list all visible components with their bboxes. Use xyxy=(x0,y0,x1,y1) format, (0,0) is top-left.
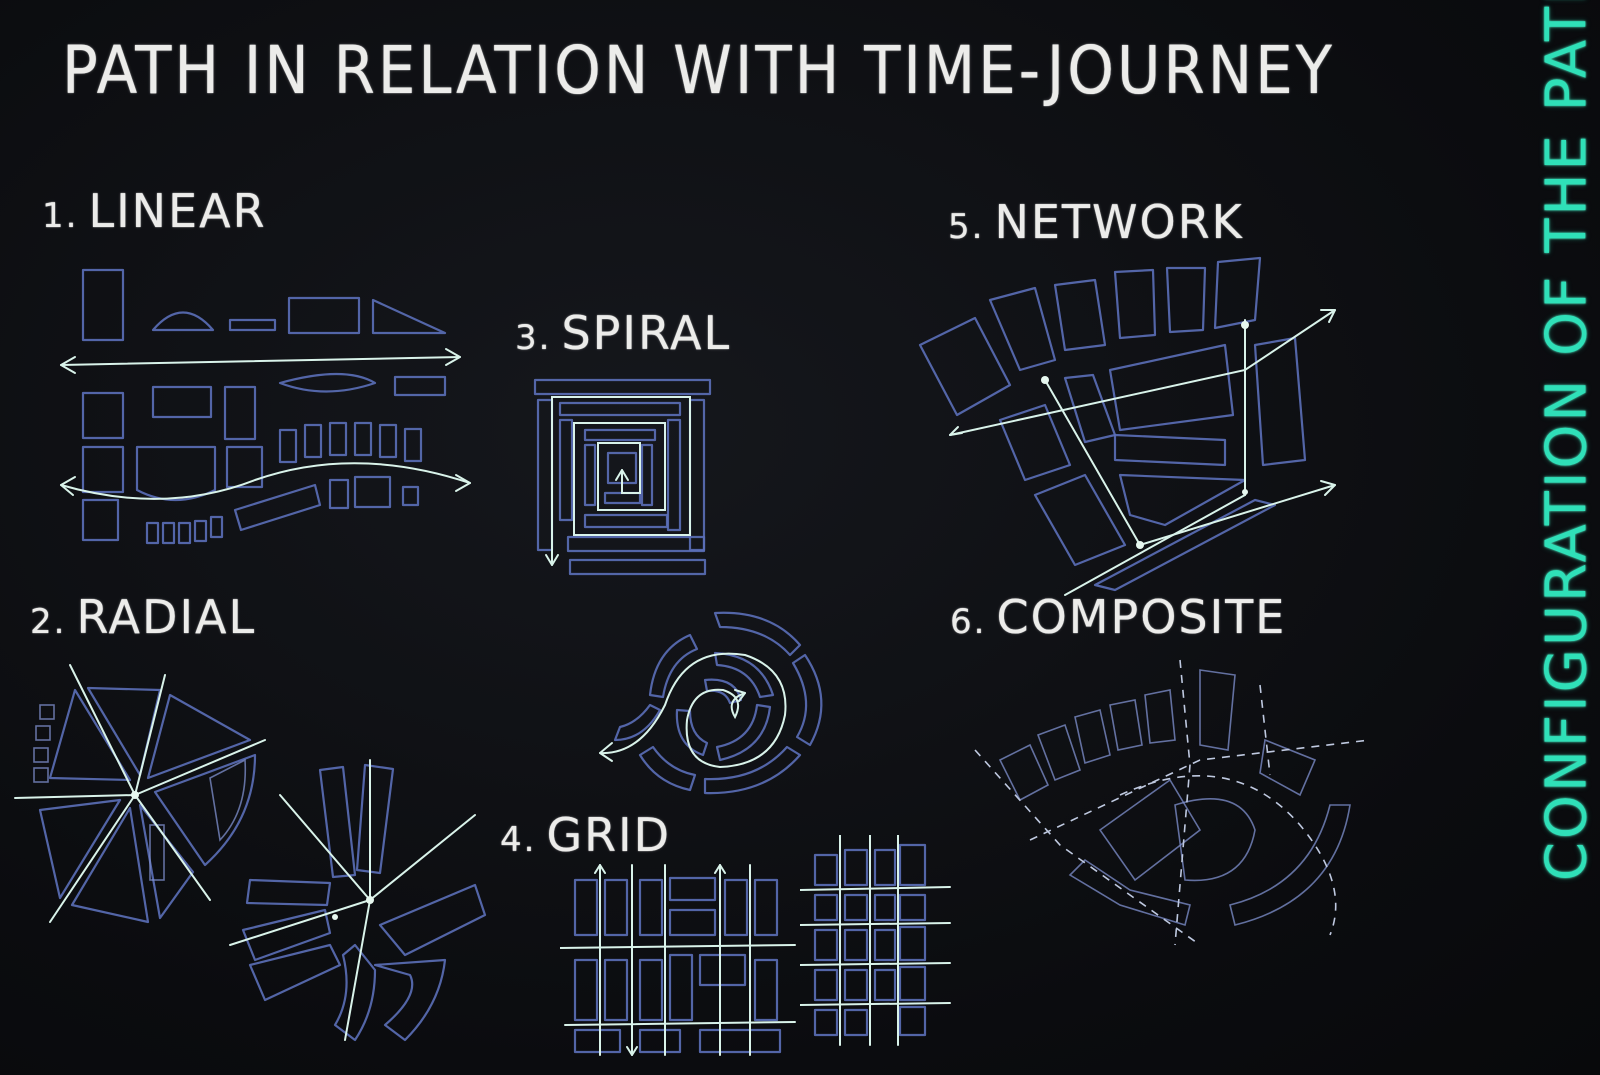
label-linear: 1.Linear xyxy=(42,184,267,238)
label-grid: 4.Grid xyxy=(500,808,671,862)
label-name: Composite xyxy=(996,590,1287,644)
label-number: 3. xyxy=(515,318,552,358)
label-name: Network xyxy=(994,195,1244,249)
label-name: Spiral xyxy=(561,306,732,360)
label-number: 5. xyxy=(948,207,985,247)
linear-sketch xyxy=(60,268,471,545)
label-name: Radial xyxy=(76,590,257,644)
radial-sketch-2 xyxy=(229,759,487,1042)
radial-sketch-1 xyxy=(14,664,266,924)
label-radial: 2.Radial xyxy=(30,590,256,644)
label-name: Grid xyxy=(546,808,672,862)
label-name: Linear xyxy=(88,184,267,238)
label-composite: 6.Composite xyxy=(950,590,1286,644)
board-title: Path In Relation With Time-Journey xyxy=(62,32,1335,109)
grid-sketch-2 xyxy=(800,835,951,1046)
label-spiral: 3.Spiral xyxy=(515,306,731,360)
label-number: 2. xyxy=(30,602,67,642)
label-network: 5.Network xyxy=(948,195,1244,249)
label-number: 1. xyxy=(42,196,79,236)
spiral-square-sketch xyxy=(533,378,712,576)
label-number: 6. xyxy=(950,602,987,642)
network-sketch xyxy=(918,256,1336,596)
grid-sketch-1 xyxy=(560,864,796,1056)
spiral-curved-sketch xyxy=(599,611,823,795)
label-number: 4. xyxy=(500,820,537,860)
composite-sketch xyxy=(974,659,1371,946)
side-title: Configuration Of The Path xyxy=(1534,0,1600,882)
